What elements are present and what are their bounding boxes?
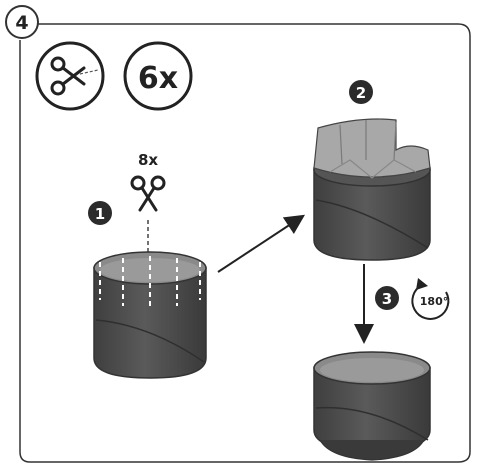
cut-lines (99, 256, 201, 310)
flow-arrow-1 (217, 214, 306, 273)
substep-3: 3 180° (313, 278, 450, 461)
substep-1-badge (88, 201, 112, 225)
substep-2-badge (349, 80, 373, 104)
repeat-badge: 6x (123, 41, 193, 111)
substep-2-number: 2 (356, 84, 366, 102)
step-frame (19, 23, 471, 463)
substep-3-badge (375, 286, 399, 310)
substep-1: 1 8x (88, 151, 207, 379)
cut-count-label: 8x (138, 151, 158, 169)
repeat-count: 6x (138, 61, 178, 96)
substep-1-number: 1 (95, 205, 105, 223)
header-tool-badge (35, 41, 105, 111)
step-number: 4 (15, 12, 28, 34)
substep-2: 2 (313, 80, 431, 261)
cylinder-rotated (313, 351, 431, 461)
cylinder-open (93, 251, 207, 379)
step-number-badge: 4 (5, 5, 39, 39)
scissors-icon (50, 56, 99, 96)
cylinder-flaps (313, 118, 431, 261)
rotate-counterclockwise-icon: 180° (411, 278, 450, 320)
substep-3-number: 3 (382, 290, 392, 308)
scissors-icon (130, 175, 166, 212)
rotation-label: 180° (420, 295, 448, 308)
